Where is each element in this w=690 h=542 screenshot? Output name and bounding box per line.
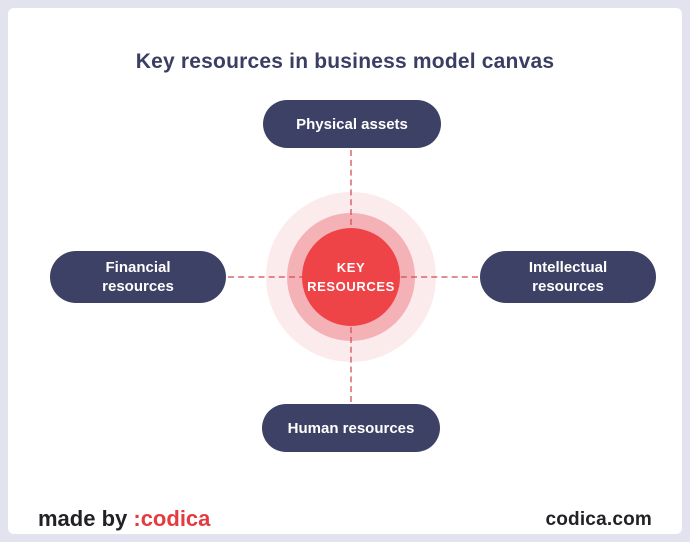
node-human-resources: Human resources <box>262 404 440 452</box>
website-url: codica.com <box>545 509 652 530</box>
codica-logo: :codica <box>133 506 211 531</box>
node-label: Physical assets <box>296 115 408 133</box>
footer-credit: made by :codica <box>38 506 210 532</box>
page-title: Key resources in business model canvas <box>135 50 555 74</box>
node-financial-resources: Financial resources <box>50 251 226 303</box>
center-label-line1: KEY <box>336 260 366 275</box>
center-label-line2: RESOURCES <box>307 279 395 294</box>
node-intellectual-resources: Intellectual resources <box>480 251 656 303</box>
node-label: Human resources <box>287 419 415 437</box>
node-physical-assets: Physical assets <box>263 100 441 148</box>
node-label: Intellectual resources <box>528 259 608 295</box>
made-by-label: made by <box>38 506 134 531</box>
canvas: Key resources in business model canvas K… <box>8 8 682 534</box>
node-label: Financial resources <box>102 259 174 295</box>
center-node-key-resources: KEY RESOURCES <box>302 228 400 326</box>
